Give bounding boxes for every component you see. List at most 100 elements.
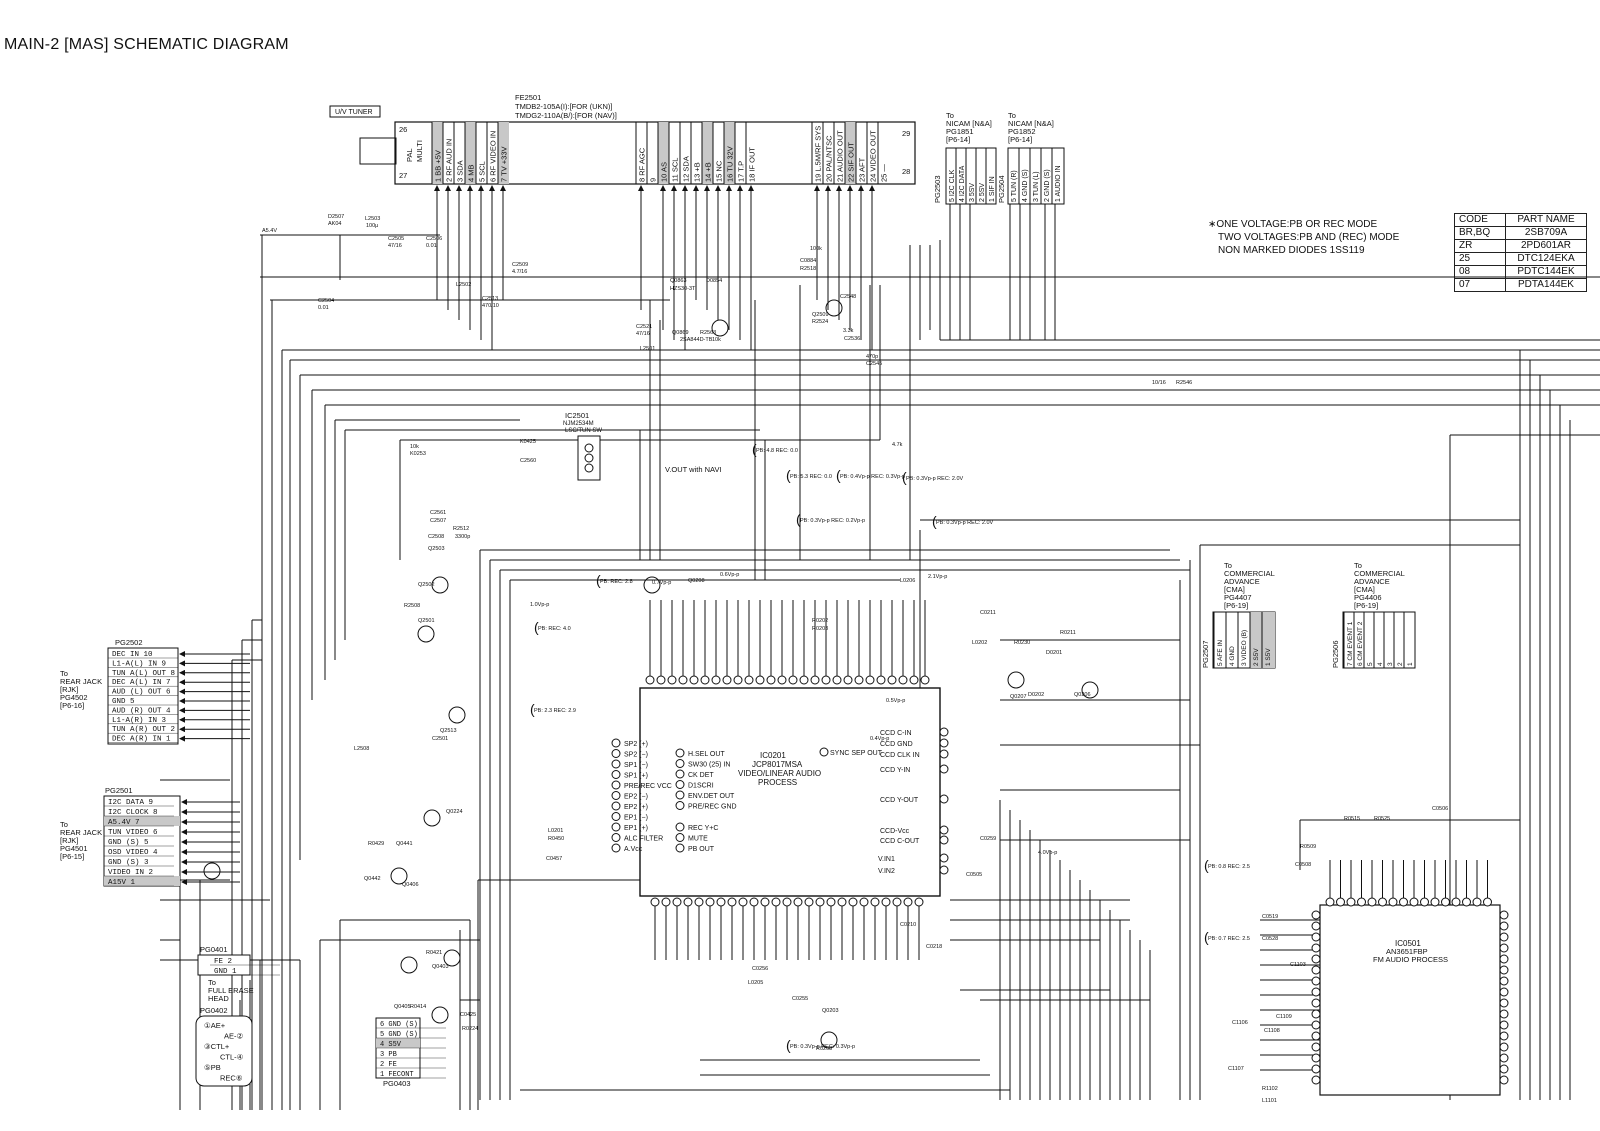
component-label: C1109 (1276, 1014, 1292, 1020)
component-label: R0421 (426, 950, 442, 956)
ic0201-pin: SP2 (+) (624, 741, 648, 748)
component-label: D0854 (706, 278, 722, 284)
connector-pin-label: 6 CM EVENT 2 (1357, 621, 1364, 666)
ic0501-desc: FM AUDIO PROCESS (1373, 955, 1448, 964)
tuner-pin-label: 11 SCL (671, 158, 680, 182)
connector-destination: REAR JACK (60, 828, 102, 837)
pg2507-ref: PG2507 (1201, 640, 1210, 668)
nicam1-ref: PG2503 (933, 175, 942, 203)
connector-destination: [RJK] (60, 685, 78, 694)
connector-destination: To (1354, 561, 1362, 570)
component-label: C2561 (430, 510, 446, 516)
page-title: MAIN-2 [MAS] SCHEMATIC DIAGRAM (4, 36, 289, 53)
ic0201-pin: SW30 (25) IN (688, 762, 730, 769)
ic0201-pin: D1SCRI (688, 783, 714, 790)
ic2501-part: NJM2534M (563, 421, 594, 427)
component-label: C1106 (1232, 1020, 1248, 1026)
tuner-box-label: PAL (405, 148, 414, 162)
component-label: C2545 (866, 361, 882, 367)
connector-pin-label: 7 CM EVENT 1 (1347, 621, 1354, 666)
connector-destination: [P6-15] (60, 852, 84, 861)
component-label: C0255 (792, 996, 808, 1002)
parts-table-header: CODE PART NAME (1454, 213, 1587, 227)
component-label: R2563 (700, 330, 716, 336)
nicam2-to: [P6-14] (1008, 135, 1032, 144)
component-label: 4.7/16 (512, 269, 527, 275)
tuner-pin-label: 23 AFT (858, 157, 867, 182)
component-label: Q0406 (402, 882, 419, 888)
ic0201-pin: A.Vcc (624, 846, 643, 853)
component-label: R2508 (404, 603, 420, 609)
svg-text:(: ( (596, 572, 601, 588)
connector-pin-label: DEC A(L) IN 7 (112, 679, 171, 687)
component-label: R0224 (462, 1026, 478, 1032)
component-label: R0203 (812, 626, 828, 632)
waveform-label: PB: 0.4Vp-p REC: 0.3Vp-p (840, 474, 905, 480)
component-label: C2513 (482, 296, 498, 302)
component-label: R0414 (410, 1004, 426, 1010)
connector-pin-label: ③CTL+ (204, 1042, 230, 1051)
transistor-symbols (203, 299, 1099, 1049)
connector-pin-label: DEC A(R) IN 1 (112, 736, 171, 744)
component-label: Q0208 (688, 578, 705, 584)
ic0201-pin: V.IN1 (878, 856, 895, 863)
component-label: L2502 (456, 282, 471, 288)
connector-pin-label: ⑤PB (204, 1063, 221, 1072)
connector-destination: To (60, 820, 68, 829)
connector-pin-label: FE 2 (214, 958, 232, 966)
component-label: R0429 (368, 841, 384, 847)
ic0201: IC0201 JCP8017MSA VIDEO/LINEAR AUDIO PRO… (611, 600, 949, 960)
ic0201-pin: ENV.DET OUT (688, 793, 735, 800)
component-label: HZS30-3T (670, 286, 696, 292)
connector-pin-label: 3 TUN (L) (1033, 171, 1040, 202)
connector-pin-label: DEC IN 10 (112, 651, 153, 659)
component-label: 470/10 (482, 303, 499, 309)
connector-pin-label: REC⑥ (220, 1074, 243, 1083)
ic0201-pin: H.SEL OUT (688, 751, 725, 758)
component-label: Q0206 (1074, 692, 1091, 698)
ic0201-desc: PROCESS (758, 778, 797, 787)
component-label: C0425 (460, 1012, 476, 1018)
connector-destination: To (60, 669, 68, 678)
component-label: 4.7k (892, 442, 903, 448)
component-label: C2501 (432, 736, 448, 742)
component-label: R0202 (812, 618, 828, 624)
connector-pin-label: 1 SIF IN (989, 176, 996, 202)
connector-destination: PG4502 (60, 693, 88, 702)
nicam-connector-1: To NICAM [N&A] PG1851 [P6-14] PG2503 5 I… (933, 111, 997, 205)
component-label: C0508 (1295, 862, 1311, 868)
connector-pin-label: 2 5SV (979, 183, 986, 202)
component-label: R2524 (812, 319, 828, 325)
pg0401-to: To (208, 978, 216, 987)
component-label: R0525 (1374, 816, 1390, 822)
tuner-pin-label: 4 MB (467, 164, 476, 182)
waveform-label: 0.6Vp-p (720, 572, 739, 578)
connector-pin-label: GND (S) 3 (108, 859, 149, 867)
note-line: ∗ONE VOLTAGE:PB OR REC MODE (1208, 219, 1378, 230)
ic0501: IC0501 AN3651FBP FM AUDIO PROCESS (1311, 860, 1509, 1096)
component-label: Q0863 (670, 278, 687, 284)
tuner-pin-label: 9 (649, 178, 658, 182)
tuner-pin-label: 18 IF OUT (748, 147, 757, 182)
component-label: C2560 (520, 458, 536, 464)
ic0201-pin: CCD C-IN (880, 730, 912, 737)
ic0201-pin: CCD Y-OUT (880, 797, 919, 804)
ic0201-pin: CK DET (688, 772, 714, 779)
component-label: R0515 (1344, 816, 1360, 822)
connector-pin-label: 2 FE (380, 1061, 397, 1069)
component-label: R0208 (816, 1046, 832, 1052)
component-label: C1108 (1264, 1028, 1280, 1034)
connector-pin-label: 1 AUDIO IN (1055, 165, 1062, 202)
connector-destination: ADVANCE (1224, 577, 1260, 586)
connector-pin-label: 1 FECONT (380, 1071, 414, 1079)
connector-pin-label: GND 1 (214, 968, 237, 976)
component-label: Q2501 (418, 618, 435, 624)
component-label: L2501 (640, 346, 655, 352)
waveform-label: 2.1Vp-p (928, 574, 947, 580)
ic0201-pin: CCD C-OUT (880, 838, 920, 845)
connector-pin-label: GND (S) 5 (108, 839, 149, 847)
nicam1-to: [P6-14] (946, 135, 970, 144)
